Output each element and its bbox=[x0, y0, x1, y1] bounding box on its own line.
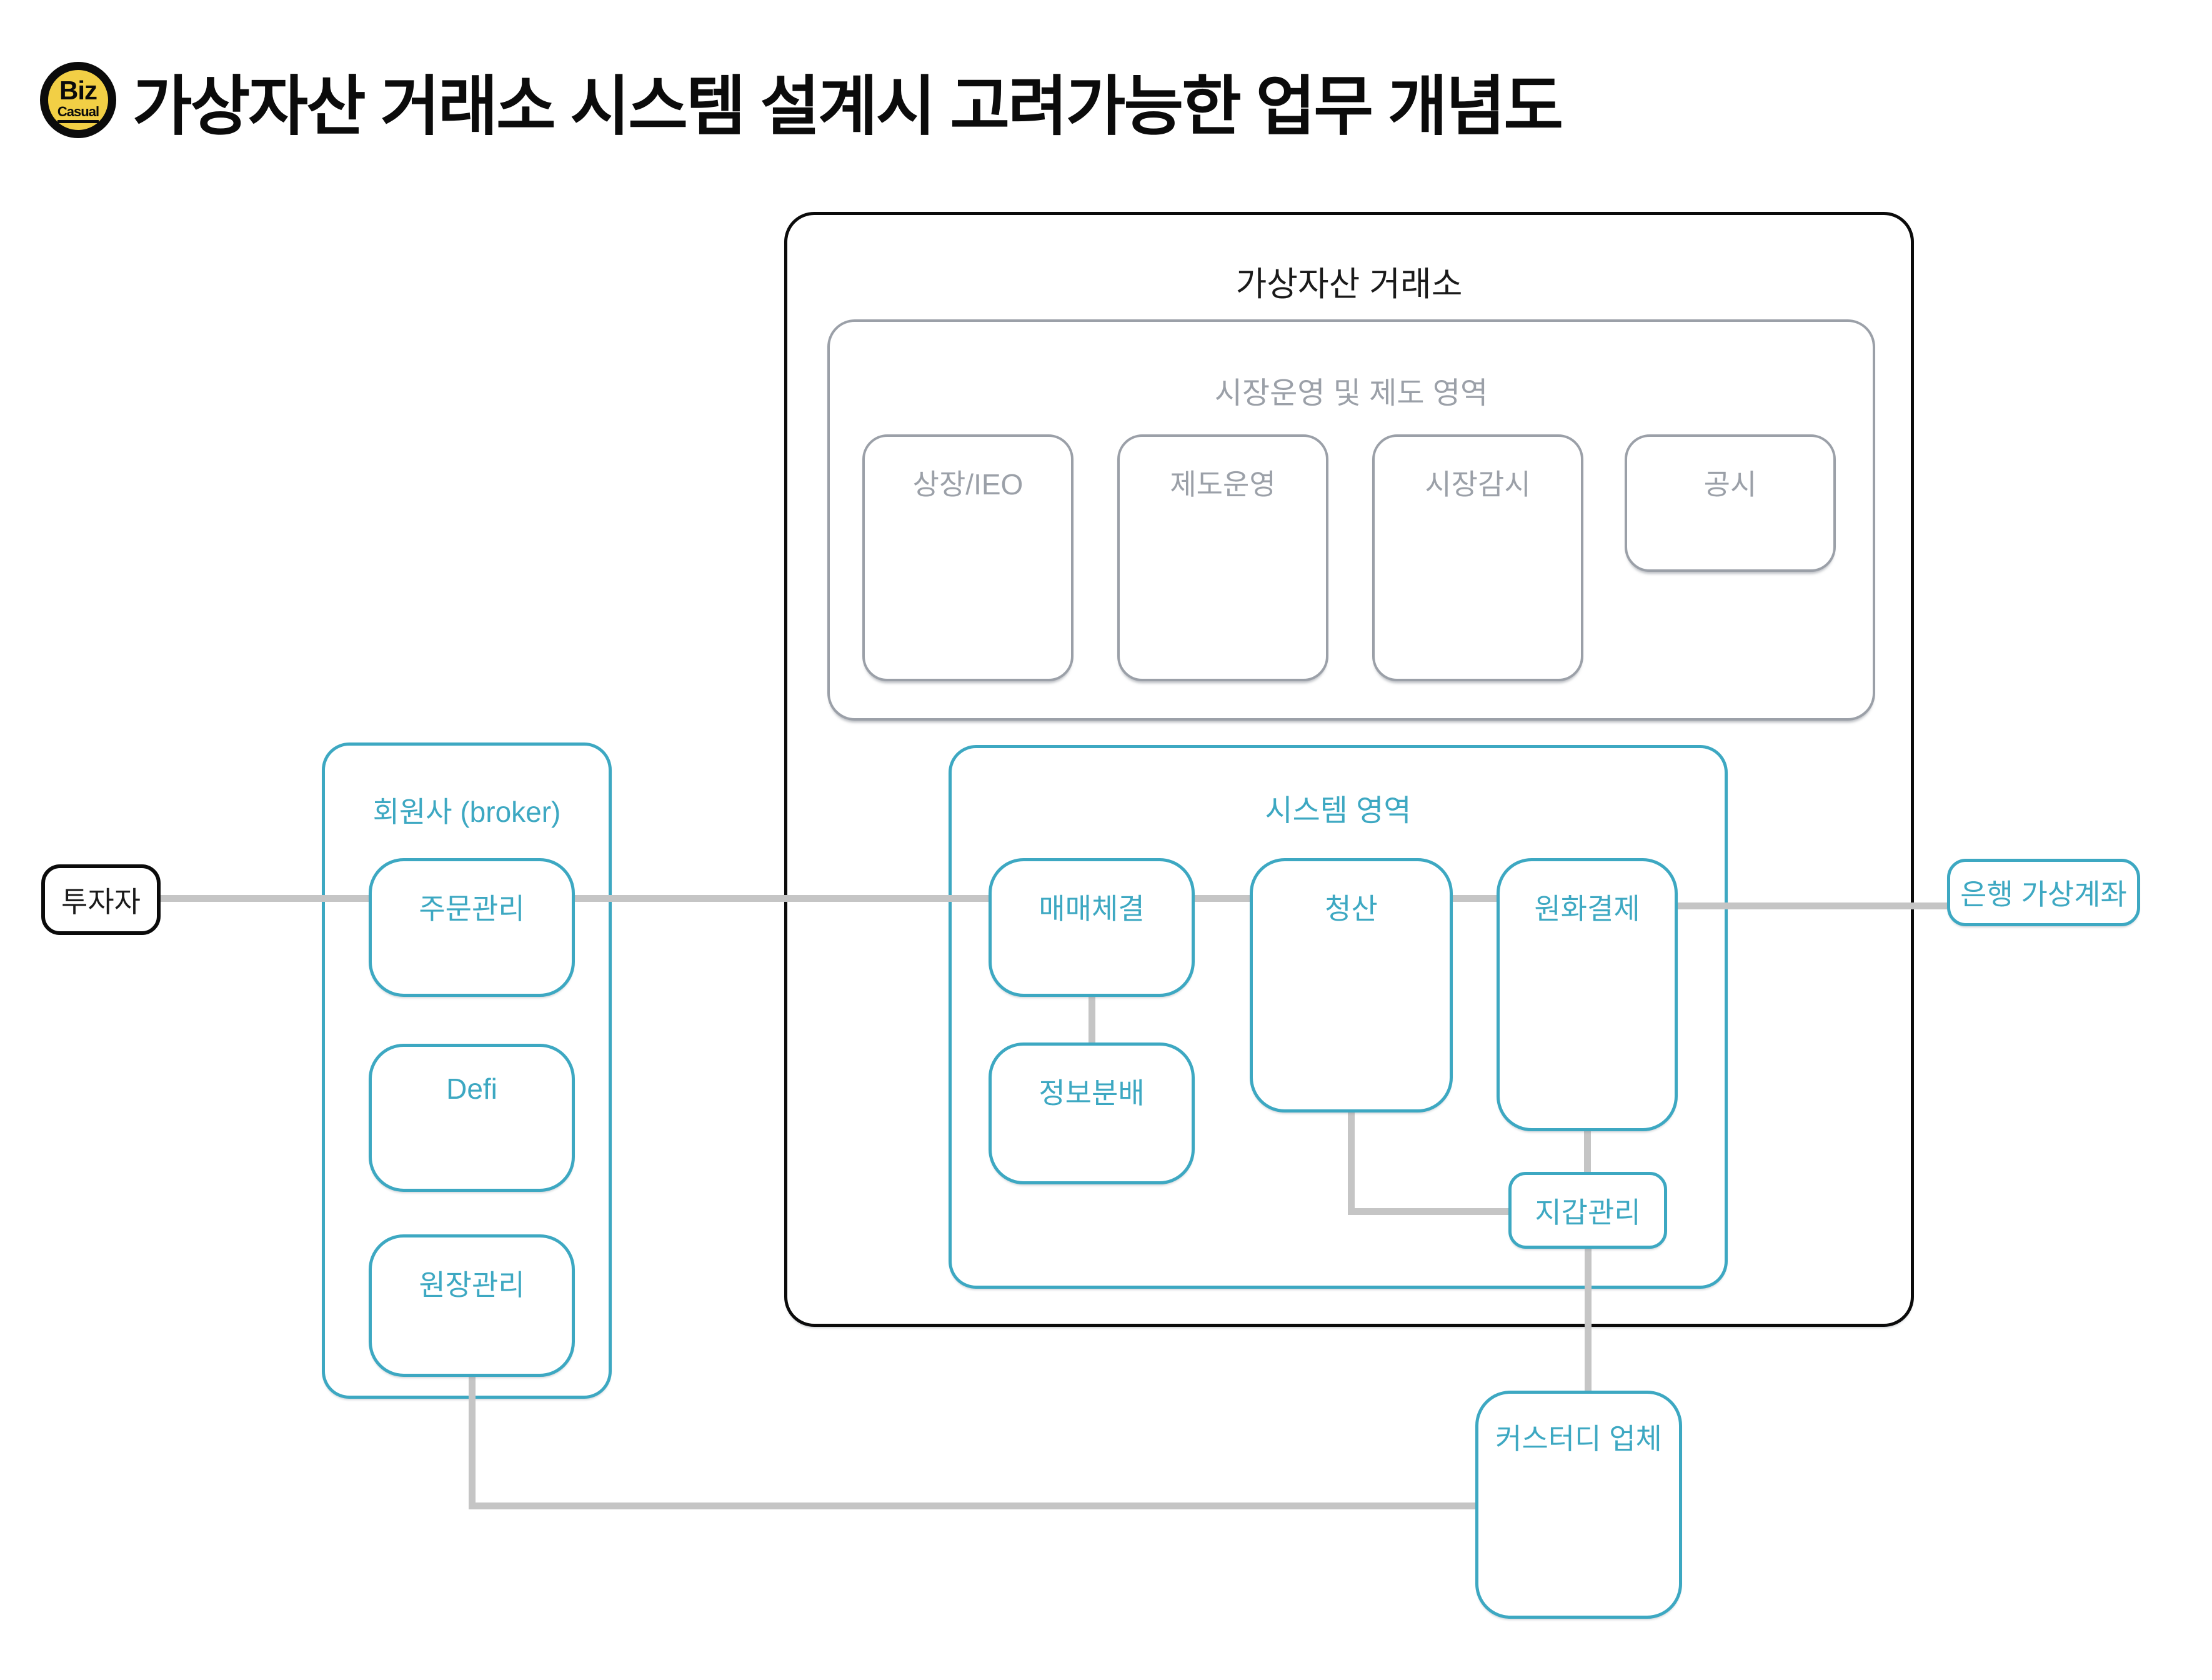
node-wallet-management-label: 지갑관리 bbox=[1535, 1196, 1641, 1229]
node-ledger-management: 원장관리 bbox=[369, 1234, 575, 1377]
node-market-surveillance: 시장감시 bbox=[1372, 434, 1583, 681]
node-bank-virtual-account: 은행 가상계좌 bbox=[1947, 859, 2140, 926]
node-info-distribution: 정보분배 bbox=[989, 1042, 1195, 1184]
connector-clearing-down bbox=[1348, 1112, 1355, 1215]
node-order-management: 주문관리 bbox=[369, 858, 575, 997]
node-krw-settlement: 원화결제 bbox=[1497, 858, 1678, 1131]
node-clearing: 청산 bbox=[1250, 858, 1453, 1112]
connector-ledger-down bbox=[469, 1377, 476, 1509]
node-market-surveillance-label: 시장감시 bbox=[1425, 468, 1531, 501]
node-disclosure: 공시 bbox=[1625, 434, 1836, 572]
node-ledger-management-label: 원장관리 bbox=[419, 1269, 525, 1301]
page-title: 가상자산 거래소 시스템 설계시 고려가능한 업무 개념도 bbox=[132, 70, 1563, 143]
node-defi-label: Defi bbox=[446, 1072, 497, 1105]
connector-matching-to-clearing bbox=[1195, 895, 1250, 902]
node-listing-ieo: 상장/IEO bbox=[862, 434, 1074, 681]
node-policy-operation: 제도운영 bbox=[1117, 434, 1328, 681]
connector-wallet-to-custody bbox=[1585, 1249, 1592, 1392]
node-matching: 매매체결 bbox=[989, 858, 1195, 997]
node-investor-label: 투자자 bbox=[61, 885, 141, 918]
node-order-management-label: 주문관리 bbox=[419, 892, 525, 925]
system-area-label: 시스템 영역 bbox=[1265, 794, 1412, 828]
node-info-distribution-label: 정보분배 bbox=[1039, 1077, 1145, 1109]
header: Biz Casual 가상자산 거래소 시스템 설계시 고려가능한 업무 개념도 bbox=[40, 58, 1563, 143]
node-custody-company: 커스터디 업체 bbox=[1475, 1391, 1682, 1619]
node-krw-settlement-label: 원화결제 bbox=[1534, 892, 1640, 925]
connector-clearing-to-wallet bbox=[1348, 1208, 1516, 1215]
connector-ledger-to-custody bbox=[469, 1502, 1475, 1509]
biz-casual-logo: Biz Casual bbox=[40, 62, 116, 138]
broker-label: 회원사 (broker) bbox=[372, 796, 561, 828]
node-investor: 투자자 bbox=[41, 864, 161, 935]
market-area-label: 시장운영 및 제도 영역 bbox=[1214, 377, 1488, 410]
logo-text-biz: Biz bbox=[59, 75, 97, 105]
node-custody-company-label: 커스터디 업체 bbox=[1495, 1422, 1662, 1455]
node-clearing-label: 청산 bbox=[1325, 892, 1378, 925]
exchange-label: 가상자산 거래소 bbox=[1235, 266, 1463, 303]
node-policy-operation-label: 제도운영 bbox=[1170, 468, 1276, 501]
node-matching-label: 매매체결 bbox=[1039, 892, 1145, 925]
node-wallet-management: 지갑관리 bbox=[1508, 1172, 1667, 1249]
logo-text-casual: Casual bbox=[57, 104, 99, 123]
node-listing-ieo-label: 상장/IEO bbox=[912, 468, 1024, 501]
node-bank-virtual-account-label: 은행 가상계좌 bbox=[1960, 878, 2127, 911]
connector-settlement-to-wallet bbox=[1584, 1131, 1591, 1173]
connector-clearing-to-settlement bbox=[1453, 895, 1497, 902]
connector-settlement-to-bank bbox=[1678, 902, 1947, 909]
node-disclosure-label: 공시 bbox=[1703, 468, 1757, 501]
connector-matching-to-info bbox=[1089, 997, 1095, 1044]
node-defi: Defi bbox=[369, 1044, 575, 1192]
